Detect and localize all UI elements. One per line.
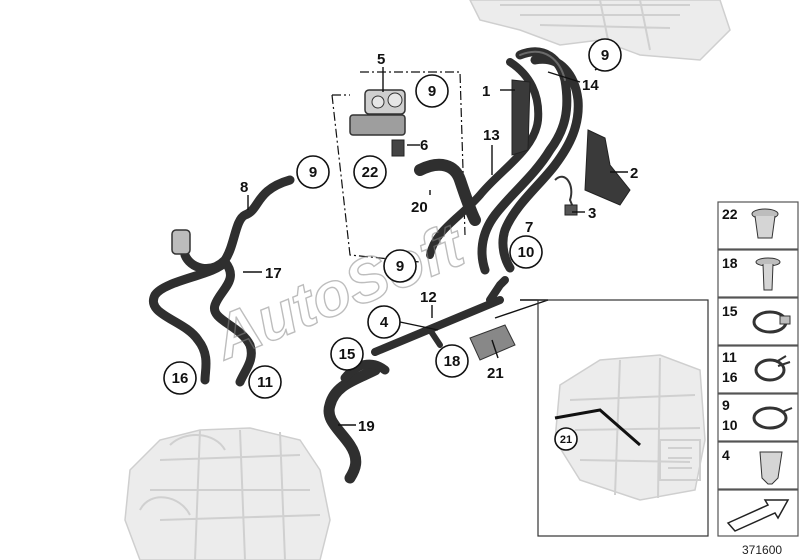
legend-num-15: 15 — [722, 303, 738, 319]
svg-text:22: 22 — [362, 164, 379, 181]
grommet-icon — [751, 208, 779, 239]
label-5: 5 — [377, 51, 385, 68]
legend-num-4: 4 — [722, 447, 730, 463]
inset-view — [494, 299, 709, 537]
sensor-3-7 — [554, 175, 578, 216]
bracket-2 — [584, 129, 631, 206]
expansion-nut-icon — [759, 451, 783, 485]
legend-num-11: 11 — [722, 349, 737, 365]
hose-19 — [323, 359, 390, 484]
bracket-1 — [511, 79, 531, 156]
part-6 — [391, 139, 405, 157]
svg-text:16: 16 — [172, 370, 189, 387]
svg-text:9: 9 — [309, 164, 317, 181]
label-13: 13 — [483, 127, 500, 144]
svg-text:4: 4 — [380, 314, 389, 331]
callout-9-top-right: 9 — [588, 38, 622, 72]
label-6: 6 — [420, 137, 428, 154]
label-2: 2 — [630, 165, 638, 182]
svg-text:10: 10 — [518, 244, 535, 261]
label-20: 20 — [411, 199, 428, 216]
label-1: 1 — [482, 83, 490, 100]
label-14: 14 — [582, 77, 599, 94]
spring-clamp-icon — [754, 355, 791, 382]
label-7: 7 — [525, 219, 533, 236]
callout-15: 15 — [330, 337, 364, 371]
legend-num-18: 18 — [722, 255, 738, 271]
callout-9-mid: 9 — [383, 249, 417, 283]
engine-ghost-bottom — [124, 427, 331, 560]
svg-text:15: 15 — [339, 346, 356, 363]
pipe-12 — [371, 276, 509, 356]
callout-9-left: 9 — [296, 155, 330, 189]
svg-text:11: 11 — [257, 374, 273, 391]
callout-16: 16 — [163, 361, 197, 395]
hose-20 — [414, 158, 481, 226]
fastener-legend: 22 18 15 11 16 9 10 4 — [717, 201, 799, 537]
band-clamp-icon — [752, 406, 793, 430]
hose-8-17 — [149, 175, 295, 387]
label-21: 21 — [487, 365, 504, 382]
label-3: 3 — [588, 205, 596, 222]
label-12: 12 — [420, 289, 437, 306]
callout-9-valve: 9 — [415, 74, 449, 108]
svg-text:9: 9 — [601, 47, 609, 64]
direction-arrow-icon — [726, 499, 790, 532]
part-labels: 5 6 1 14 13 2 3 7 8 20 17 12 21 19 — [240, 51, 638, 435]
label-17: 17 — [265, 265, 282, 282]
callout-21-inset: 21 — [554, 427, 578, 451]
callout-11: 11 — [248, 365, 282, 399]
hose-clamp-icon — [752, 310, 791, 334]
callout-10: 10 — [509, 235, 543, 269]
legend-num-16: 16 — [722, 369, 738, 385]
callout-4: 4 — [367, 305, 401, 339]
label-19: 19 — [358, 418, 375, 435]
leader-lines — [243, 64, 628, 426]
svg-text:21: 21 — [560, 434, 572, 446]
callout-22: 22 — [353, 155, 387, 189]
callout-18: 18 — [435, 344, 469, 378]
push-clip-icon — [755, 257, 781, 291]
svg-text:18: 18 — [444, 353, 461, 370]
label-8: 8 — [240, 179, 248, 196]
diagram-number: 371600 — [742, 543, 782, 557]
valve-5 — [349, 89, 406, 136]
legend-num-9: 9 — [722, 397, 730, 413]
legend-num-10: 10 — [722, 417, 738, 433]
svg-text:9: 9 — [428, 83, 436, 100]
legend-num-22: 22 — [722, 206, 738, 222]
svg-text:9: 9 — [396, 258, 404, 275]
